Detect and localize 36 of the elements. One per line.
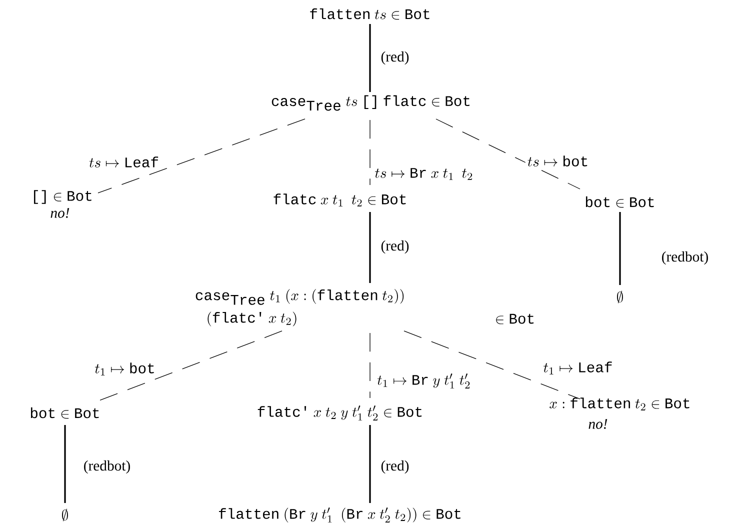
remark: no! xyxy=(588,419,608,429)
reduction-line xyxy=(369,212,371,283)
term: $\texttt{case}_{\texttt{Tree}}\ ts\ \texttt{[]}\ \texttt{flatc} \in \texttt{Bot}$ xyxy=(272,95,470,111)
edge-label: $ts \mapsto \texttt{Br}\ x\ t_1\ \ t_2$ xyxy=(372,166,476,182)
term: $\texttt{bot} \in \texttt{Bot}$ xyxy=(586,196,654,208)
reduction-line xyxy=(369,425,371,503)
reduction-line xyxy=(619,212,621,285)
edge-label: (red) xyxy=(378,49,412,67)
edge-label: (red) xyxy=(378,458,412,476)
branch-line xyxy=(404,330,580,400)
edge-label: (redbot) xyxy=(81,458,133,476)
term: $\texttt{bot} \in \texttt{Bot}$ xyxy=(30,407,99,419)
edge-label: $t_1 \mapsto \texttt{bot}$ xyxy=(92,360,158,378)
term: $\texttt{flatten}\ (\texttt{Br}\ y\ t_1'\ \ (\texttt{Br}\ x\ t_2'\ t_2)) \in \texttt{Bot}$ xyxy=(219,508,460,522)
term: $\texttt{case}_{\texttt{Tree}}\ t_1\ (x : (\texttt{flatten}\ t_2))$ xyxy=(196,289,404,305)
term: $\emptyset$ xyxy=(617,290,623,304)
branch-line xyxy=(98,330,282,402)
edge-label: $t_1 \mapsto \texttt{Leaf}$ xyxy=(541,360,615,376)
term: $(\texttt{flatc'}\ x\ t_2)$ xyxy=(208,312,296,326)
term: $\texttt{flatc}\ x\ t_1\ \ t_2 \in \texttt{Bot}$ xyxy=(274,194,406,206)
term: $\in \texttt{Bot}$ xyxy=(496,314,534,324)
edge-label: (redbot) xyxy=(659,249,711,267)
branch-line xyxy=(98,118,306,194)
remark: no! xyxy=(50,208,70,218)
reduction-line xyxy=(64,425,66,503)
reduction-line xyxy=(369,24,371,92)
term: $\texttt{[]} \in \texttt{Bot}$ xyxy=(34,190,92,204)
branch-line xyxy=(436,118,580,190)
edge-label: $ts \mapsto \texttt{bot}$ xyxy=(525,154,591,168)
term: $\texttt{flatc'}\ x\ t_2\ y\ t_1'\ t_2' \in \texttt{Bot}$ xyxy=(258,406,422,420)
edge-label: $ts \mapsto \texttt{Leaf}$ xyxy=(87,154,162,170)
edge-label: (red) xyxy=(378,238,412,256)
term: $x : \texttt{flatten}\ t_2 \in \texttt{Bot}$ xyxy=(550,398,690,410)
term: $\texttt{flatten}\ ts \in \texttt{Bot}$ xyxy=(310,8,430,20)
term: $\emptyset$ xyxy=(62,508,68,522)
edge-label: $t_1 \mapsto \texttt{Br}\ y\ t_1'\ t_2'$ xyxy=(375,372,473,390)
